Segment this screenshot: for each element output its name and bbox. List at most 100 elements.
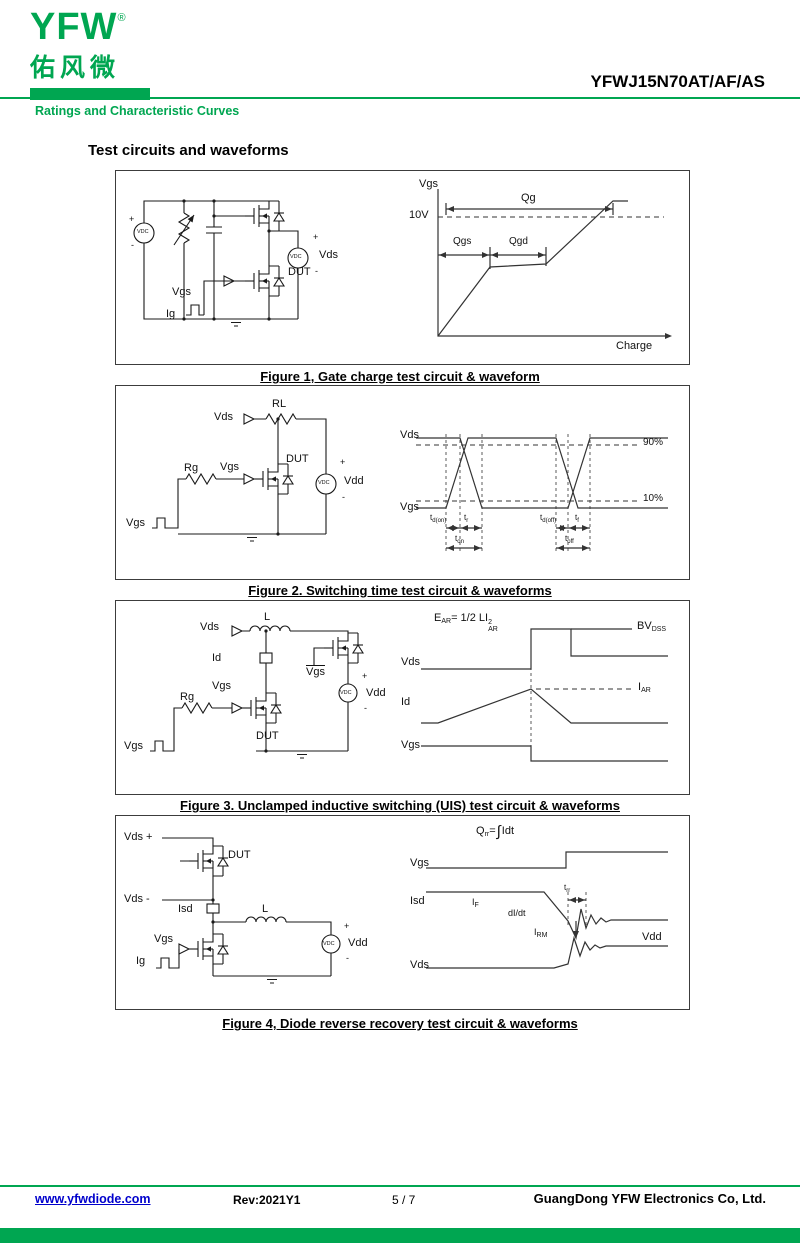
fig4-isd-label: Isd [178, 903, 193, 915]
footer-page-number: 5 / 7 [392, 1193, 416, 1207]
fig1-wf-vgs-label: Vgs [419, 178, 438, 190]
fig4-waveform [426, 851, 668, 969]
vds-trace [421, 628, 668, 670]
ground-symbol [293, 750, 311, 759]
vds-trace [416, 437, 668, 509]
fig1-minus-left-label: - [131, 240, 134, 250]
inductor-symbol [245, 916, 287, 923]
fig1-vdc-left-label: VDC [137, 229, 149, 235]
figure-3-box: Vds L Id Vgs DUT Rg Vgs Vgs + Vdd - VDC … [115, 600, 690, 795]
axis-arrow-icon [665, 333, 672, 339]
fig3-vdd-label: Vdd [366, 687, 386, 699]
fig4-wf-vds-label: Vds [410, 959, 429, 971]
section-title: Ratings and Characteristic Curves [35, 104, 240, 118]
pulse-symbol [151, 517, 171, 529]
figure-2-caption: Figure 2. Switching time test circuit & … [248, 583, 552, 598]
fig2-td-off-label: td(off) [540, 513, 557, 525]
figure-1-caption: Figure 1, Gate charge test circuit & wav… [260, 369, 540, 384]
gate-charge-curve [437, 200, 628, 337]
fig4-qrr-formula: Qrr=∫Idt [476, 823, 515, 840]
fig2-waveform [416, 434, 668, 552]
fig2-toff-label: toff [565, 534, 574, 546]
fig2-vgs-label: Vgs [220, 461, 239, 473]
fig1-plus-right-label: + [313, 232, 319, 242]
voltage-source-symbol [315, 473, 337, 495]
fig3-vds-label: Vds [200, 621, 219, 633]
fig2-tr-label: tr [464, 513, 469, 525]
fig4-trr-label: trr [564, 883, 571, 895]
fig4-vdd-label: Vdd [348, 937, 368, 949]
mosfet-symbol-dut [241, 692, 282, 724]
fig4-dut-label: DUT [228, 849, 251, 861]
fig2-vds-label: Vds [214, 411, 233, 423]
fig4-vds-minus-label: Vds - [124, 893, 150, 905]
fig2-rg-label: Rg [184, 462, 199, 474]
figure-3-caption: Figure 3. Unclamped inductive switching … [180, 798, 620, 813]
fig3-id-label: Id [212, 652, 222, 664]
figure-2-graphic [151, 413, 668, 552]
figure-3-graphic [149, 625, 668, 762]
vds-trace [426, 935, 668, 969]
fig3-plus-label: + [362, 671, 368, 681]
resistor-rg-symbol [185, 473, 217, 485]
fig3-vdc-label: VDC [340, 690, 352, 696]
current-probe-symbol [206, 903, 220, 914]
current-probe-symbol [259, 652, 273, 664]
fig3-l-label: L [264, 611, 271, 623]
page-heading: Test circuits and waveforms [88, 142, 289, 159]
fig3-iar-label: IAR [638, 681, 651, 695]
fig3-rg-label: Rg [180, 691, 195, 703]
fig1-wf-qg-label: Qg [521, 192, 536, 204]
logo-text: YFW [30, 6, 118, 48]
fig4-ig-label: Ig [136, 955, 146, 967]
footer-green-bar [0, 1228, 800, 1243]
resistor-rl-symbol [265, 413, 297, 425]
fig4-didt-label: dI/dt [508, 908, 526, 918]
mosfet-symbol [244, 200, 285, 232]
fig1-vdc-right-label: VDC [290, 254, 302, 260]
figure-2-box: Vds RL DUT Rg Vgs Vgs + Vdd - VDC Vds Vg… [115, 385, 690, 580]
fig2-plus-label: + [340, 457, 346, 467]
fig1-wf-qgs-label: Qgs [453, 236, 472, 247]
yfw-logo: YFW® 佑风微 [30, 8, 150, 100]
fig2-tf-label: tf [575, 513, 579, 525]
fig2-wf-vgs-label: Vgs [400, 501, 419, 513]
mosfet-symbol-dut [188, 845, 229, 877]
header-rule [0, 97, 800, 99]
vgs-trace [426, 851, 668, 869]
fig1-wf-charge-label: Charge [616, 340, 653, 352]
resistor-rg-symbol [181, 702, 213, 714]
fig1-circuit [133, 199, 309, 327]
ground-symbol [263, 975, 281, 984]
fig1-ig-label: Ig [166, 308, 176, 320]
fig4-irm-label: IRM [534, 927, 548, 940]
footer-website-link[interactable]: www.yfwdiode.com [35, 1192, 151, 1206]
input-triangle-icon [231, 625, 244, 637]
fig3-wf-vds-label: Vds [401, 656, 420, 668]
fig2-wf-90-label: 90% [643, 437, 664, 448]
fig2-vgs-pulse-label: Vgs [126, 517, 145, 529]
fig1-wf-qgd-label: Qgd [509, 236, 528, 247]
fig3-vgs-label: Vgs [212, 680, 231, 692]
footer-rule [0, 1185, 800, 1187]
resistor-symbol [178, 212, 190, 244]
fig1-minus-right-label: - [315, 266, 318, 276]
fig3-vgs-bar-label: Vgs [306, 666, 325, 678]
fig1-vgs-label: Vgs [172, 286, 191, 298]
pulse-symbol [185, 304, 205, 316]
fig2-minus-label: - [342, 492, 345, 502]
logo-reg-mark: ® [117, 12, 126, 24]
fig4-if-label: IF [472, 897, 479, 910]
fig4-vgs-label: Vgs [154, 933, 173, 945]
footer-revision: Rev:2021Y1 [233, 1193, 301, 1207]
input-triangle-icon [178, 943, 191, 955]
footer-company: GuangDong YFW Electronics Co, Ltd. [533, 1191, 766, 1206]
voltage-source-symbol [321, 934, 341, 954]
pulse-symbol [155, 957, 175, 969]
fig4-wf-vgs-label: Vgs [410, 857, 429, 869]
input-triangle-icon [243, 473, 256, 485]
fig4-wf-vdd-label: Vdd [642, 931, 662, 943]
fig1-plus-left-label: + [129, 214, 135, 224]
fig2-dut-label: DUT [286, 453, 309, 465]
mosfet-symbol [323, 632, 364, 664]
